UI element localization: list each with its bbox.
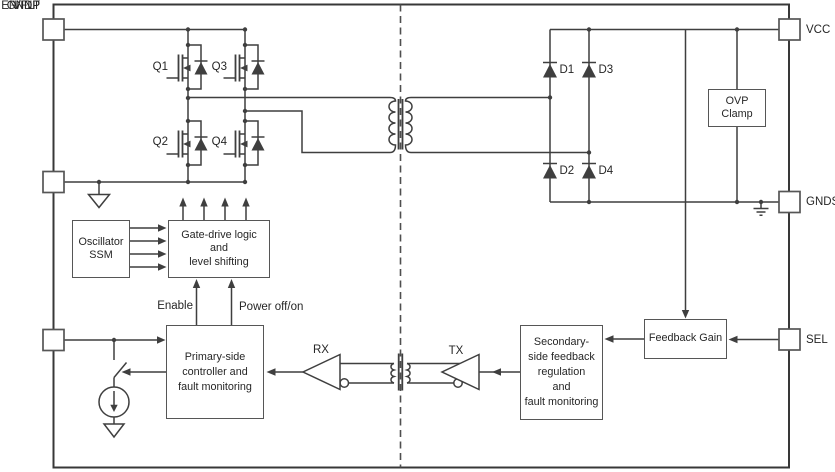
block-line: level shifting	[189, 255, 249, 268]
ic-boundary	[52, 3, 790, 469]
label-power-off-on: Power off/on	[239, 300, 304, 313]
primary-controller-block: Primary-side controller and fault monito…	[166, 325, 264, 419]
rx-buffer	[301, 353, 341, 391]
gnds-earth-ground	[753, 202, 769, 217]
pin-box-sel	[778, 328, 801, 351]
block-line: Primary-side	[184, 350, 246, 363]
label-d2: D2	[559, 164, 575, 177]
pin-label-vcc: VCC	[806, 23, 831, 36]
block-line: Clamp	[721, 108, 753, 120]
mosfet-q3	[222, 41, 266, 93]
block-line: Feedback Gain	[648, 332, 723, 345]
label-rx: RX	[313, 344, 329, 356]
pin-boxes	[42, 18, 801, 352]
diode-d4	[581, 162, 597, 180]
enflt-circuit	[64, 336, 166, 439]
mosfet-q2	[165, 117, 209, 169]
ovp-clamp-block: OVP Clamp	[708, 89, 766, 127]
label-q3: Q3	[211, 61, 227, 73]
block-line: side feedback	[528, 351, 595, 363]
enflt-ground-symbol	[102, 423, 126, 439]
main-transformer	[188, 96, 589, 154]
feedback-sense-wiring	[604, 29, 779, 344]
block-line: and	[209, 242, 228, 255]
junction-dots	[96, 27, 764, 343]
pin-box-vcc	[778, 18, 801, 41]
label-enable: Enable	[157, 300, 193, 312]
gate-drive-block: Gate-drive logic and level shifting	[168, 220, 270, 278]
pin-label-sel: SEL	[806, 333, 828, 346]
gndp-ground-symbol	[86, 193, 112, 209]
block-line: Secondary-	[533, 336, 590, 348]
label-q4: Q4	[211, 136, 227, 148]
block-line: Oscillator	[78, 235, 124, 248]
pin-box-enflt	[42, 328, 65, 352]
oscillator-ssm-block: Oscillator SSM	[72, 220, 130, 278]
pin-label-gndp: GNDP	[6, 0, 40, 12]
mosfet-q4	[222, 117, 266, 169]
label-d4: D4	[598, 164, 614, 177]
block-line: and	[552, 381, 571, 393]
rx-inverting-bubble	[339, 378, 350, 388]
transformer-core	[397, 99, 404, 150]
pin-label-vinp: VINP	[13, 0, 40, 12]
block-line: Gate-drive logic	[181, 228, 257, 241]
comm-transformer-core	[397, 353, 404, 391]
switch-blade	[113, 362, 128, 378]
diode-d2	[542, 162, 558, 180]
block-line: SSM	[89, 249, 113, 261]
pin-box-gnds	[778, 190, 801, 214]
label-q1: Q1	[152, 61, 168, 73]
mosfet-q1	[165, 41, 209, 93]
pin-box-vinp	[42, 18, 65, 41]
diode-d1	[542, 61, 558, 79]
label-d3: D3	[598, 63, 614, 76]
feedback-gain-block: Feedback Gain	[644, 319, 727, 359]
control-arrows	[130, 197, 250, 325]
block-line: controller and	[182, 365, 248, 378]
block-line: fault monitoring	[178, 380, 252, 393]
primary-bridge	[64, 28, 266, 209]
secondary-feedback-block: Secondary- side feedback regulation and …	[520, 325, 603, 420]
block-line: OVP	[725, 94, 749, 107]
block-line: regulation	[537, 366, 586, 378]
pin-box-gndp	[42, 170, 65, 194]
pin-label-enflt: EN/FLT	[1, 0, 40, 12]
label-q2: Q2	[152, 136, 168, 148]
label-tx: TX	[448, 345, 464, 357]
block-line: fault monitoring	[524, 396, 599, 408]
comm-transformer	[266, 353, 521, 391]
label-d1: D1	[559, 63, 575, 76]
diode-d3	[581, 61, 597, 79]
